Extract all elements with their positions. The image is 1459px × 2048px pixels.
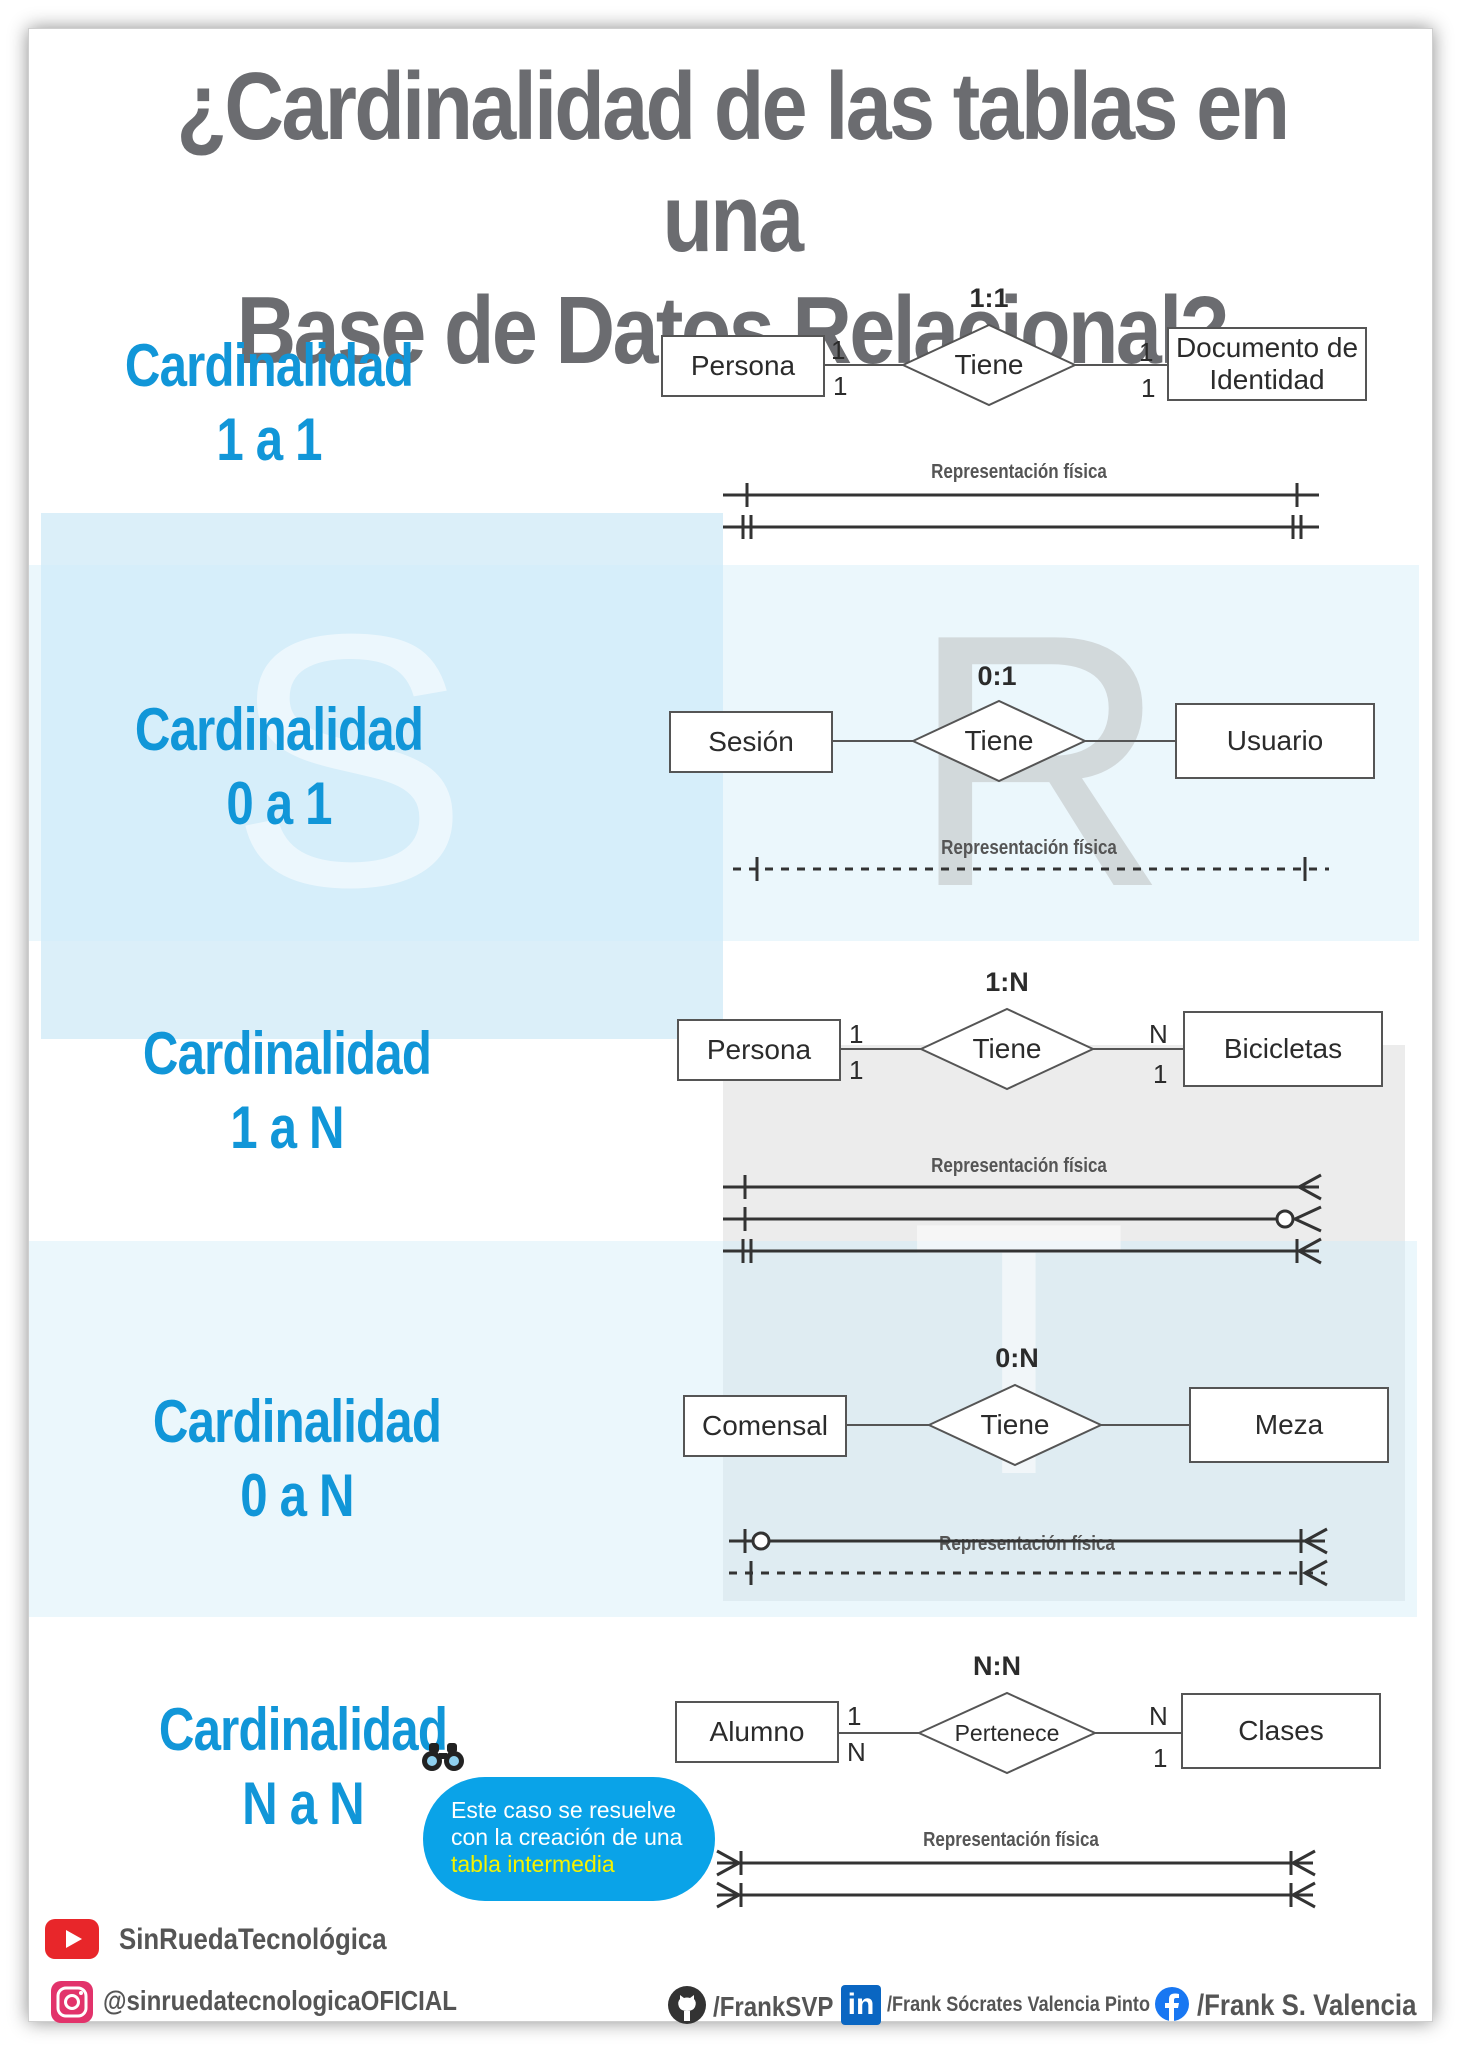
linkedin-icon[interactable]: in	[841, 1985, 881, 2025]
diagram-lines	[716, 323, 1329, 1909]
linkedin-link[interactable]: /Frank Sócrates Valencia Pinto	[887, 1993, 1150, 2016]
representation-label: Representación física	[941, 837, 1117, 859]
entity-box-left: Comensal	[683, 1395, 847, 1457]
zero-mark	[751, 1531, 771, 1551]
relation-diamond	[918, 1007, 1096, 1091]
heading-ratio: N a N	[242, 1770, 364, 1837]
card-num: 1	[849, 1055, 864, 1085]
card-num: 1	[833, 371, 848, 401]
representation-label: Representación física	[931, 461, 1107, 483]
heading-ratio: 1 a N	[230, 1094, 344, 1161]
heading-word: Cardinalidad	[152, 1388, 442, 1455]
entity-box-right: Bicicletas	[1183, 1011, 1383, 1087]
relation-diamond	[916, 1691, 1098, 1775]
background-panel-s-inner	[41, 565, 723, 941]
instagram-handle-link[interactable]: @sinruedatecnologicaOFICIAL	[103, 1985, 457, 2016]
card-num: N	[847, 1737, 866, 1767]
title-line-1: ¿Cardinalidad de las tablas en una	[176, 53, 1290, 272]
linkedin-logo-text: in	[847, 1988, 875, 2021]
youtube-channel-link[interactable]: SinRuedaTecnológica	[119, 1923, 387, 1956]
relation-label: Tiene	[964, 725, 1034, 756]
bubble-line: Este caso se resuelve	[451, 1797, 677, 1823]
entity-box-right: Meza	[1189, 1387, 1389, 1463]
card-num: 1	[831, 335, 846, 365]
card-num: 1	[849, 1019, 864, 1049]
entity-box-right: Usuario	[1175, 703, 1375, 779]
entity-box-right: Clases	[1181, 1693, 1381, 1769]
heading-cardinalidad-0a1: Cardinalidad 0 a 1	[107, 697, 451, 837]
ratio-label: 0:1	[977, 661, 1017, 691]
bubble-highlight: tabla intermedia	[451, 1851, 615, 1877]
instagram-icon[interactable]	[51, 1981, 93, 2023]
relation-label: Tiene	[980, 1409, 1050, 1440]
crowfoot-mark	[716, 1881, 743, 1909]
heading-ratio: 0 a N	[240, 1462, 354, 1529]
representation-label: Representación física	[939, 1533, 1115, 1555]
facebook-icon[interactable]	[1155, 1987, 1189, 2021]
relation-label: Pertenece	[954, 1720, 1060, 1746]
relation-diamond	[910, 699, 1088, 783]
representation-label: Representación física	[923, 1829, 1099, 1851]
crowfoot-mark	[1289, 1849, 1316, 1877]
ratio-label: N:N	[973, 1651, 1021, 1681]
card-num: N	[1149, 1019, 1168, 1049]
heading-word: Cardinalidad	[158, 1696, 448, 1763]
entity-box-left: Persona	[661, 335, 825, 397]
crowfoot-mark	[716, 1849, 743, 1877]
github-icon[interactable]	[667, 1985, 707, 2025]
info-bubble: Este caso se resuelve con la creación de…	[423, 1777, 715, 1901]
card-num: 1	[1153, 1059, 1168, 1089]
watermark-letter-s: S	[229, 560, 470, 962]
entity-box-left: Persona	[677, 1019, 841, 1081]
relation-label: Tiene	[972, 1033, 1042, 1064]
relation-diamond	[926, 1383, 1104, 1467]
zero-mark	[1275, 1209, 1295, 1229]
heading-cardinalidad-1aN: Cardinalidad 1 a N	[115, 1021, 459, 1161]
relation-label: Tiene	[954, 349, 1024, 380]
infographic-page: S R T ¿Cardinalidad de las tablas en una…	[28, 28, 1433, 2025]
card-num: 1	[1139, 337, 1154, 367]
ratio-label: 1:N	[985, 967, 1029, 997]
bubble-line: con la creación de una	[451, 1824, 683, 1850]
heading-ratio: 0 a 1	[226, 770, 332, 837]
heading-cardinalidad-NaN: Cardinalidad N a N	[131, 1697, 475, 1837]
card-num: 1	[847, 1701, 862, 1731]
entity-box-right: Documento de Identidad	[1167, 327, 1367, 401]
heading-word: Cardinalidad	[124, 332, 414, 399]
ratio-label: 0:N	[995, 1343, 1039, 1373]
ratio-label: 1:1	[969, 283, 1009, 313]
card-num: 1	[1141, 373, 1156, 403]
entity-box-left: Sesión	[669, 711, 833, 773]
watermark-letter-t: T	[909, 1148, 1129, 1550]
relation-diamond	[900, 323, 1078, 407]
heading-ratio: 1 a 1	[216, 406, 322, 473]
heading-word: Cardinalidad	[142, 1020, 432, 1087]
crowfoot-mark	[1301, 1527, 1328, 1555]
crowfoot-mark	[1295, 1237, 1322, 1265]
crowfoot-mark	[1289, 1881, 1316, 1909]
heading-word: Cardinalidad	[134, 696, 424, 763]
github-link[interactable]: /FrankSVP	[713, 1991, 834, 2022]
facebook-link[interactable]: /Frank S. Valencia	[1197, 1989, 1417, 2022]
youtube-icon[interactable]	[45, 1919, 99, 1959]
card-num: N	[1149, 1701, 1168, 1731]
representation-label: Representación física	[931, 1155, 1107, 1177]
crowfoot-mark	[1301, 1559, 1328, 1587]
crowfoot-mark	[1295, 1173, 1322, 1201]
heading-cardinalidad-1a1: Cardinalidad 1 a 1	[97, 333, 441, 473]
entity-box-left: Alumno	[675, 1701, 839, 1763]
heading-cardinalidad-0aN: Cardinalidad 0 a N	[125, 1389, 469, 1529]
card-num: 1	[1153, 1743, 1168, 1773]
crowfoot-mark	[1291, 1205, 1322, 1233]
binoculars-icon	[422, 1743, 464, 1771]
